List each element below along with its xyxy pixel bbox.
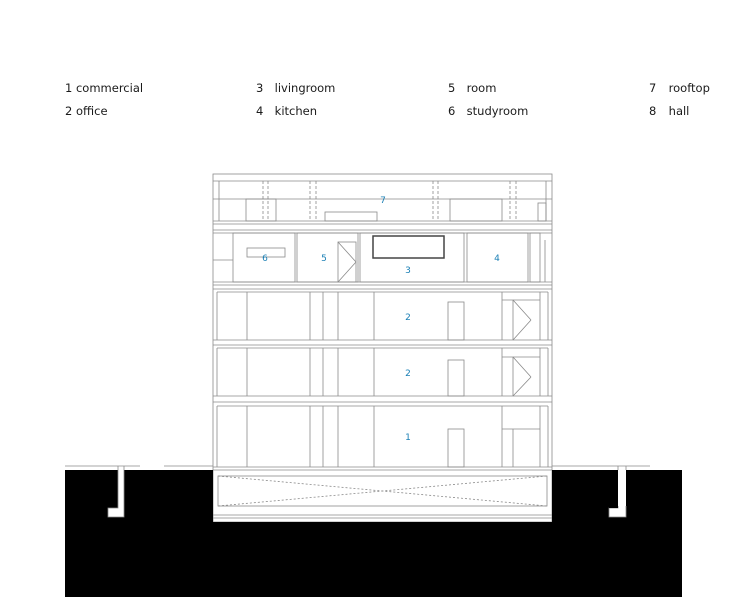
legend-label: rooftop (668, 81, 710, 95)
legend-label: room (466, 81, 497, 95)
room-tag-livingroom: 3 (405, 266, 411, 276)
legend-number: 8 (649, 104, 657, 118)
ground-mass-center (213, 522, 552, 597)
legend-label: office (75, 104, 108, 118)
room-tag-office-lower: 2 (405, 369, 411, 379)
legend-item-5: 5 room (448, 81, 496, 95)
legend-item-1: 1 commercial (65, 81, 143, 95)
legend-item-6: 6 studyroom (448, 104, 528, 118)
legend-number: 3 (256, 81, 264, 95)
room-tag-office-upper: 2 (405, 313, 411, 323)
room-tag-studyroom: 6 (262, 254, 268, 264)
ground-mass-left (65, 470, 213, 597)
legend-label: kitchen (274, 104, 317, 118)
legend-number: 2 (65, 104, 73, 118)
room-tag-room: 5 (321, 254, 327, 264)
window-box (372, 235, 445, 259)
legend-number: 5 (448, 81, 456, 95)
legend-label: livingroom (274, 81, 336, 95)
room-tag-kitchen: 4 (494, 254, 500, 264)
foundation-left (108, 470, 124, 517)
legend-item-7: 7 rooftop (649, 81, 710, 95)
legend-number: 7 (649, 81, 657, 95)
legend-item-4: 4 kitchen (256, 104, 317, 118)
legend-label: studyroom (466, 104, 529, 118)
legend-item-2: 2 office (65, 104, 108, 118)
room-tag-rooftop: 7 (380, 196, 386, 206)
legend-item-8: 8 hall (649, 104, 689, 118)
legend-number: 4 (256, 104, 264, 118)
legend-number: 1 (65, 81, 73, 95)
legend-label: hall (668, 104, 690, 118)
legend-label: commercial (75, 81, 144, 95)
legend-number: 6 (448, 104, 456, 118)
legend-item-3: 3 livingroom (256, 81, 335, 95)
room-tag-commercial: 1 (405, 433, 411, 443)
